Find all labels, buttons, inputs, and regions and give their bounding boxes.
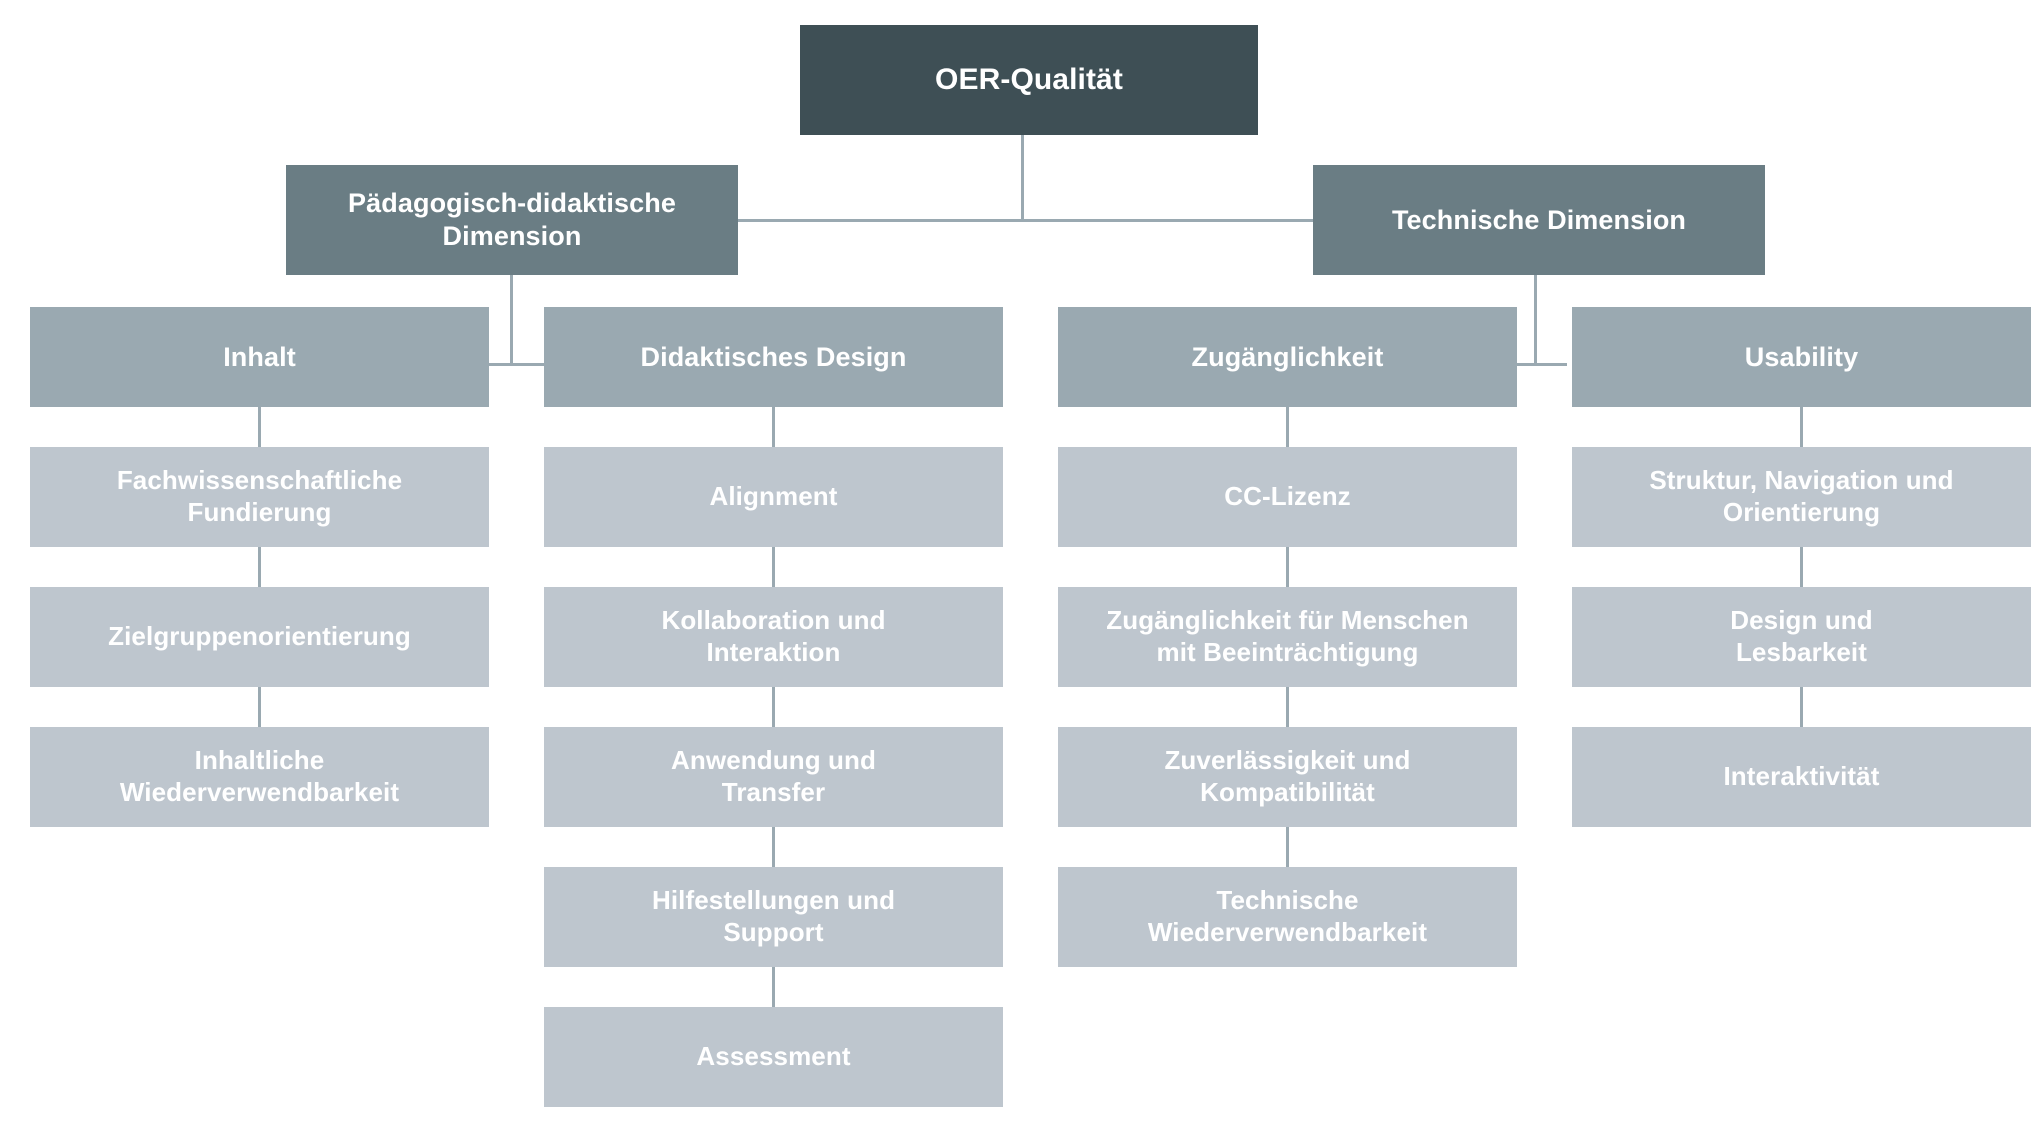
connector-inhalt-1 (258, 407, 261, 448)
node-leaf-zugaenglichkeit-2[interactable]: Zugänglichkeit für Menschen mit Beeinträ… (1058, 587, 1517, 687)
connector-didaktik-4 (772, 827, 775, 868)
connector-left-dimension-drop (510, 273, 513, 365)
node-leaf-zugaenglichkeit-3[interactable]: Zuverlässigkeit und Kompatibilität (1058, 727, 1517, 827)
connector-didaktik-3 (772, 687, 775, 728)
node-category-didaktisches-design[interactable]: Didaktisches Design (544, 307, 1003, 407)
node-leaf-didaktisches-design-3[interactable]: Anwendung und Transfer (544, 727, 1003, 827)
node-leaf-didaktisches-design-1[interactable]: Alignment (544, 447, 1003, 547)
node-leaf-inhalt-1[interactable]: Fachwissenschaftliche Fundierung (30, 447, 489, 547)
connector-didaktik-1 (772, 407, 775, 448)
connector-usability-1 (1800, 407, 1803, 448)
node-leaf-usability-1[interactable]: Struktur, Navigation und Orientierung (1572, 447, 2031, 547)
connector-inhalt-2 (258, 547, 261, 588)
connector-zugaenglichkeit-1 (1286, 407, 1289, 448)
connector-zugaenglichkeit-3 (1286, 687, 1289, 728)
connector-right-category-stub (1509, 363, 1567, 366)
connector-usability-2 (1800, 547, 1803, 588)
node-root-oer-qualitaet[interactable]: OER-Qualität (800, 25, 1258, 135)
connector-right-dimension-drop (1534, 207, 1537, 365)
connector-left-category-stub (489, 363, 547, 366)
node-leaf-didaktisches-design-4[interactable]: Hilfestellungen und Support (544, 867, 1003, 967)
node-category-zugaenglichkeit[interactable]: Zugänglichkeit (1058, 307, 1517, 407)
node-category-usability[interactable]: Usability (1572, 307, 2031, 407)
connector-zugaenglichkeit-2 (1286, 547, 1289, 588)
node-category-inhalt[interactable]: Inhalt (30, 307, 489, 407)
node-leaf-zugaenglichkeit-4[interactable]: Technische Wiederverwendbarkeit (1058, 867, 1517, 967)
node-leaf-usability-3[interactable]: Interaktivität (1572, 727, 2031, 827)
node-dimension-paedagogisch-didaktisch[interactable]: Pädagogisch-didaktische Dimension (286, 165, 738, 275)
connector-usability-3 (1800, 687, 1803, 728)
node-leaf-didaktisches-design-2[interactable]: Kollaboration und Interaktion (544, 587, 1003, 687)
node-leaf-zugaenglichkeit-1[interactable]: CC-Lizenz (1058, 447, 1517, 547)
connector-zugaenglichkeit-4 (1286, 827, 1289, 868)
connector-didaktik-5 (772, 967, 775, 1008)
node-dimension-technisch[interactable]: Technische Dimension (1313, 165, 1765, 275)
connector-didaktik-2 (772, 547, 775, 588)
connector-inhalt-3 (258, 687, 261, 728)
connector-dimension-spine (737, 219, 1314, 222)
node-leaf-usability-2[interactable]: Design und Lesbarkeit (1572, 587, 2031, 687)
node-leaf-inhalt-2[interactable]: Zielgruppenorientierung (30, 587, 489, 687)
node-leaf-didaktisches-design-5[interactable]: Assessment (544, 1007, 1003, 1107)
connector-root-to-spine (1021, 134, 1024, 220)
node-leaf-inhalt-3[interactable]: Inhaltliche Wiederverwendbarkeit (30, 727, 489, 827)
